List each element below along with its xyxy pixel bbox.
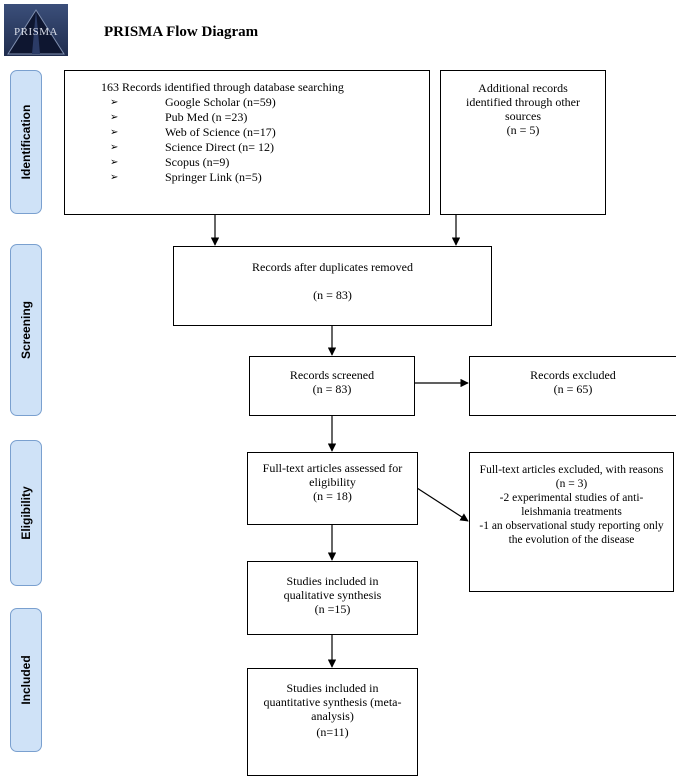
records-excluded-count: (n = 65) xyxy=(553,382,593,396)
page-title: PRISMA Flow Diagram xyxy=(104,24,259,40)
additional-records-count: (n = 5) xyxy=(506,123,540,137)
fulltext-assessed-text: Full-text articles assessed for eligibil… xyxy=(262,461,403,489)
logo-triangle-icon xyxy=(7,9,65,55)
prisma-logo: PRISMA xyxy=(4,4,68,56)
fulltext-excluded-box: Full-text articles excluded, with reason… xyxy=(469,452,674,592)
database-item: Scopus (n=9) xyxy=(65,155,429,170)
records-excluded-box: Records excluded (n = 65) xyxy=(469,356,676,416)
fulltext-excluded-count: (n = 3) xyxy=(555,478,588,490)
additional-records-text: Additional records identified through ot… xyxy=(466,81,580,123)
fulltext-assessed-box: Full-text articles assessed for eligibil… xyxy=(247,452,418,525)
database-item: Springer Link (n=5) xyxy=(65,170,429,185)
logo-text: PRISMA xyxy=(14,26,58,38)
records-identified-heading: 163 Records identified through database … xyxy=(101,80,344,94)
records-screened-count: (n = 83) xyxy=(312,382,352,396)
records-identified-box: 163 Records identified through database … xyxy=(64,70,430,215)
duplicates-removed-box: Records after duplicates removed (n = 83… xyxy=(173,246,492,326)
duplicates-removed-count: (n = 83) xyxy=(313,288,352,302)
database-item: Google Scholar (n=59) xyxy=(65,95,429,110)
phase-included: Included xyxy=(10,608,42,752)
quantitative-synthesis-box: Studies included in quantitative synthes… xyxy=(247,668,418,776)
duplicates-removed-text: Records after duplicates removed xyxy=(252,260,413,274)
exclusion-reason: -1 an observational study reporting only… xyxy=(479,520,664,546)
database-item: Web of Science (n=17) xyxy=(65,125,429,140)
phase-identification: Identification xyxy=(10,70,42,214)
records-screened-text: Records screened xyxy=(289,368,375,382)
phase-screening: Screening xyxy=(10,244,42,416)
fulltext-assessed-count: (n = 18) xyxy=(313,489,352,503)
additional-records-box: Additional records identified through ot… xyxy=(440,70,606,215)
phase-eligibility: Eligibility xyxy=(10,440,42,586)
database-item: Science Direct (n= 12) xyxy=(65,140,429,155)
qualitative-synthesis-text: Studies included in qualitative synthesi… xyxy=(283,574,382,602)
fulltext-excluded-text: Full-text articles excluded, with reason… xyxy=(479,464,664,476)
exclusion-reasons: -2 experimental studies of anti-leishman… xyxy=(476,491,667,547)
arrow-fulltext-to-fulltext-excluded xyxy=(416,487,469,522)
qualitative-synthesis-box: Studies included in qualitative synthesi… xyxy=(247,561,418,635)
qualitative-synthesis-count: (n =15) xyxy=(314,602,351,616)
database-item: Pub Med (n =23) xyxy=(65,110,429,125)
exclusion-reason: -2 experimental studies of anti-leishman… xyxy=(499,492,644,518)
database-list: Google Scholar (n=59) Pub Med (n =23) We… xyxy=(65,95,429,185)
records-excluded-text: Records excluded xyxy=(530,368,616,382)
quantitative-synthesis-text: Studies included in quantitative synthes… xyxy=(263,681,402,723)
records-screened-box: Records screened (n = 83) xyxy=(249,356,415,416)
quantitative-synthesis-count: (n=11) xyxy=(316,725,349,739)
